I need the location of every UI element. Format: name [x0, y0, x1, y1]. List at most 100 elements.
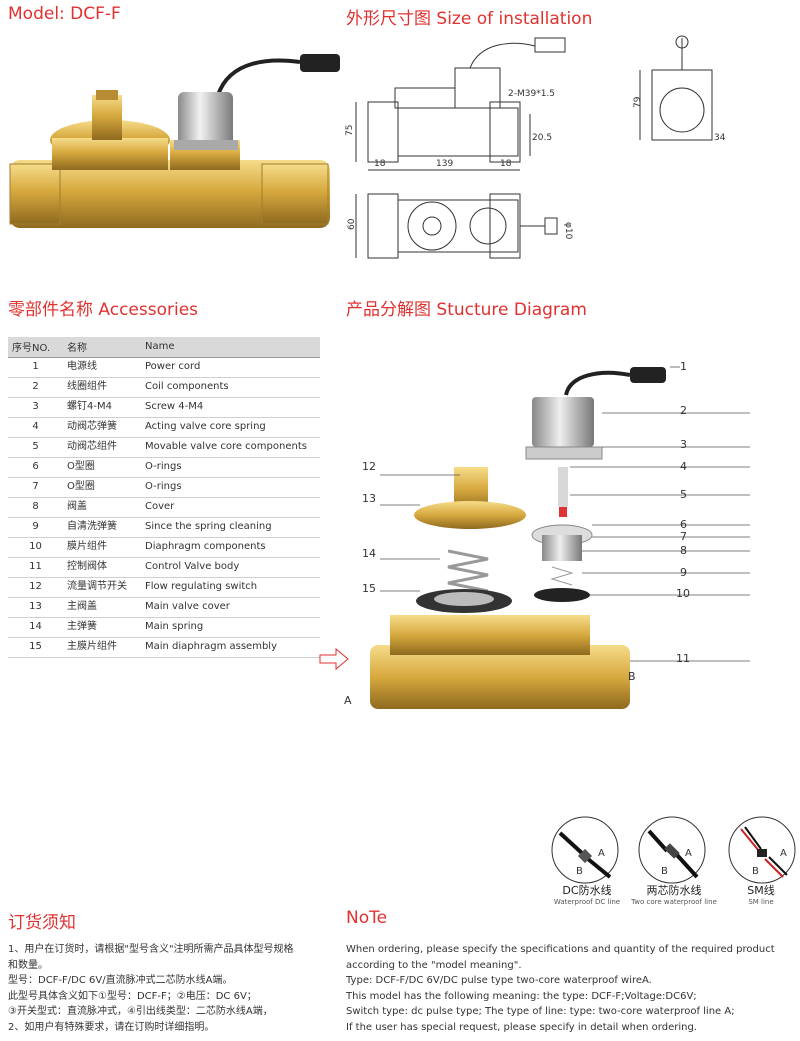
two-core-wire-en: Two core waterproof line [631, 898, 717, 906]
table-cell-cn: 控制阀体 [63, 557, 141, 578]
dim-60: 60 [347, 218, 357, 230]
table-cell-en: Flow regulating switch [141, 577, 320, 598]
diagram-label-4: 4 [680, 460, 687, 473]
table-cell-en: Main diaphragm assembly [141, 637, 320, 658]
table-cell-no: 7 [8, 477, 63, 498]
table-cell-no: 4 [8, 417, 63, 438]
two-core-wire-icon [638, 816, 706, 884]
dim-18b: 18 [500, 159, 512, 169]
dim-139: 139 [436, 159, 453, 169]
table-cell-no: 5 [8, 437, 63, 458]
table-cell-no: 6 [8, 457, 63, 478]
dim-79: 79 [633, 96, 643, 108]
note-title: NoTe [346, 908, 388, 928]
table-cell-cn: 线圈组件 [63, 377, 141, 398]
order-line-3: 型号：DCF-F/DC 6V/直流脉冲式二芯防水线A端。 [8, 975, 233, 986]
two-core-wire-a: A [685, 848, 692, 859]
diagram-label-a: A [344, 694, 352, 707]
table-cell-no: 13 [8, 597, 63, 618]
table-cell-en: Since the spring cleaning [141, 517, 320, 538]
note-line-2: according to the "model meaning". [346, 959, 522, 971]
table-cell-en: Diaphragm components [141, 537, 320, 558]
col-no: 序号NO. [8, 337, 63, 358]
note-line-4: This model has the following meaning: th… [346, 990, 697, 1002]
table-cell-cn: O型圈 [63, 477, 141, 498]
dc-wire-icon [551, 816, 619, 884]
table-cell-cn: 螺钉4-M4 [63, 397, 141, 418]
diagram-label-15: 15 [362, 582, 376, 595]
table-cell-cn: 动阀芯弹簧 [63, 417, 141, 438]
dc-wire-b: B [576, 866, 583, 877]
order-title: 订货须知 [8, 913, 76, 933]
english-notes: When ordering, please specify the specif… [346, 942, 796, 1035]
installation-drawing: 75 2-M39*1.5 20.5 18 139 18 79 34 60 φ10 [345, 35, 726, 259]
diagram-label-14: 14 [362, 547, 376, 560]
table-cell-no: 2 [8, 377, 63, 398]
table-cell-no: 12 [8, 577, 63, 598]
table-cell-cn: 主阀盖 [63, 597, 141, 618]
table-cell-no: 15 [8, 637, 63, 658]
col-cn: 名称 [63, 337, 141, 358]
dc-wire-cn: DC防水线 [562, 884, 612, 897]
note-line-1: When ordering, please specify the specif… [346, 944, 775, 955]
two-core-wire-b: B [661, 866, 668, 877]
diagram-label-b: B [628, 670, 636, 683]
dim-34: 34 [714, 133, 726, 143]
table-cell-en: Cover [141, 497, 320, 518]
note-line-3: Type: DCF-F/DC 6V/DC pulse type two-core… [346, 975, 652, 986]
order-line-6: 2、如用户有特殊要求，请在订购时详细指明。 [8, 1021, 215, 1033]
sm-wire-icon [728, 816, 796, 884]
dc-wire-caption: DC防水线 Waterproof DC line [545, 882, 629, 906]
diagram-label-12: 12 [362, 460, 376, 473]
structure-diagram [319, 366, 750, 709]
table-cell-no: 14 [8, 617, 63, 638]
sm-wire-a: A [780, 848, 787, 859]
note-line-5: Switch type: dc pulse type; The type of … [346, 1006, 735, 1017]
table-cell-cn: 主膜片组件 [63, 637, 141, 658]
table-cell-no: 8 [8, 497, 63, 518]
dim-10: φ10 [563, 222, 573, 240]
diagram-label-8: 8 [680, 544, 687, 557]
diagram-label-10: 10 [676, 587, 690, 600]
sm-wire-caption: SM线 SM line [722, 882, 800, 906]
diagram-label-11: 11 [676, 652, 690, 665]
two-core-wire-caption: 两芯防水线 Two core waterproof line [630, 882, 718, 906]
table-cell-cn: 阀盖 [63, 497, 141, 518]
table-cell-cn: 自清洗弹簧 [63, 517, 141, 538]
table-cell-cn: 流量调节开关 [63, 577, 141, 598]
table-header-row: 序号NO. 名称 Name [8, 337, 320, 358]
table-cell-no: 9 [8, 517, 63, 538]
dim-m39: 2-M39*1.5 [508, 89, 555, 99]
model-title: Model: DCF-F [8, 4, 121, 24]
structure-title: 产品分解图 Stucture Diagram [346, 300, 587, 320]
dc-wire-a: A [598, 848, 605, 859]
order-line-2: 和数量。 [8, 959, 48, 971]
diagram-label-7: 7 [680, 530, 687, 543]
table-cell-en: Main spring [141, 617, 320, 638]
diagram-label-2: 2 [680, 404, 687, 417]
col-en: Name [141, 337, 320, 358]
valve-product-image [9, 54, 340, 228]
diagram-label-13: 13 [362, 492, 376, 505]
dim-18a: 18 [374, 159, 386, 169]
table-cell-en: Screw 4-M4 [141, 397, 320, 418]
table-cell-no: 11 [8, 557, 63, 578]
table-cell-en: Coil components [141, 377, 320, 398]
table-cell-no: 10 [8, 537, 63, 558]
table-cell-en: Main valve cover [141, 597, 320, 618]
table-cell-cn: 电源线 [63, 357, 141, 378]
diagram-label-5: 5 [680, 488, 687, 501]
diagram-label-9: 9 [680, 566, 687, 579]
order-line-4: 此型号具体含义如下①型号：DCF-F；②电压：DC 6V； [8, 990, 257, 1002]
